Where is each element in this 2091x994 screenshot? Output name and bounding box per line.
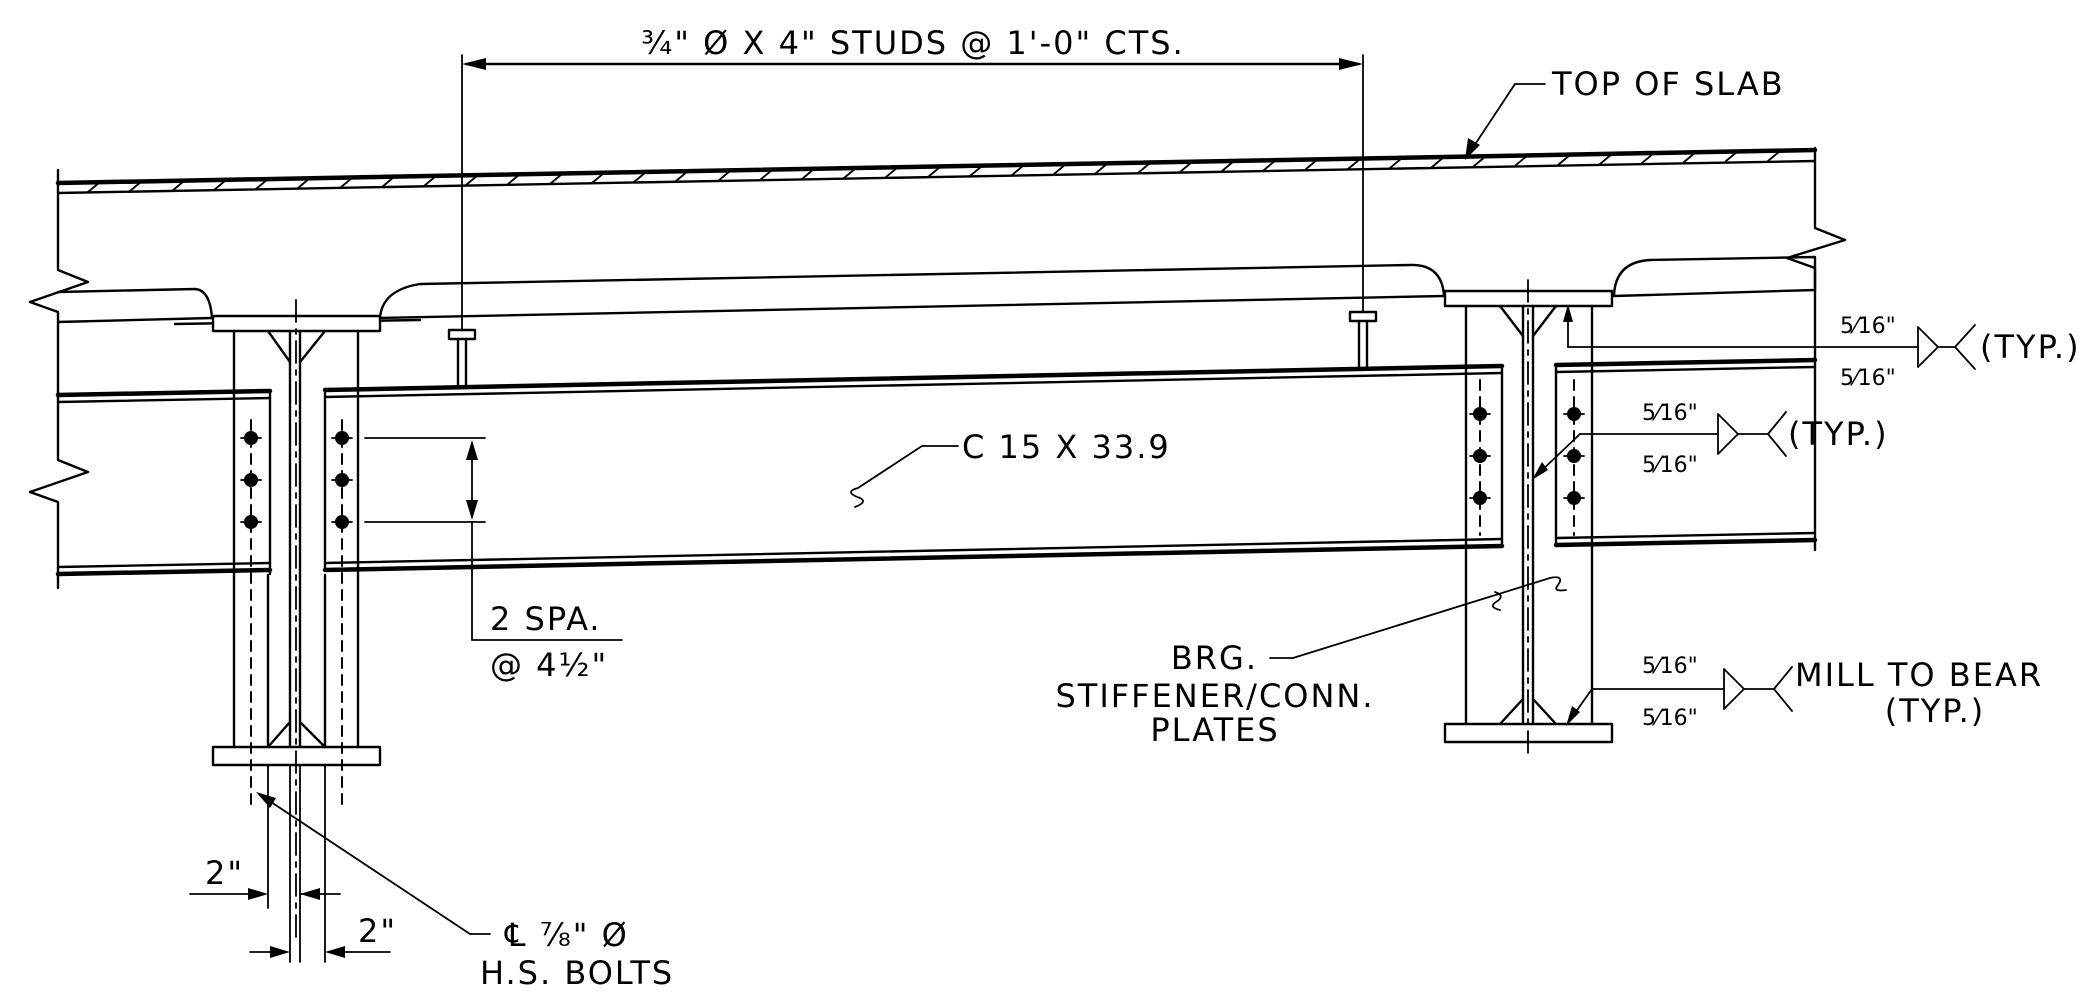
typ-middle-label: (TYP.) — [1788, 415, 1889, 453]
slab-hatching — [87, 150, 1781, 193]
bolts — [240, 407, 1585, 529]
right-web-bottom-fillet — [1498, 697, 1558, 726]
typ-upper-label: (TYP.) — [1980, 328, 2081, 366]
break-line-left-lower — [28, 390, 90, 590]
weld-lower-top: 5⁄16" — [1642, 654, 1698, 679]
weld-upper-top: 5⁄16" — [1840, 314, 1896, 339]
stiffener-label-2: STIFFENER/CONN. — [1055, 677, 1374, 715]
stud-spacing-dimension — [461, 54, 1364, 331]
channel-label: C 15 X 33.9 — [962, 428, 1171, 466]
channel-main — [322, 363, 1505, 573]
top-of-slab-label: TOP OF SLAB — [1551, 65, 1785, 103]
shear-stud-right — [1348, 310, 1378, 368]
bolt-spacing-dimension — [364, 437, 623, 641]
bolts-label-2: H.S. BOLTS — [480, 954, 674, 992]
weld-symbol-lower — [1566, 666, 1793, 726]
mill-label-2: (TYP.) — [1885, 692, 1986, 730]
bolt-leader — [256, 792, 491, 935]
weld-symbol-upper — [1563, 304, 1976, 370]
channel-right-stub — [1553, 357, 1818, 548]
studs-label: ¾" Ø X 4" STUDS @ 1'-0" CTS. — [641, 24, 1185, 62]
right-girder — [1443, 279, 1614, 759]
dim-2in-right: 2" — [358, 912, 397, 950]
stiffener-label-1: BRG. — [1171, 639, 1258, 677]
stiffener-leaders — [1269, 576, 1567, 659]
left-web-top-fillet — [266, 329, 327, 364]
concrete-slab — [28, 146, 1847, 590]
slab-bottom-left — [56, 287, 214, 324]
break-line-left-upper — [28, 168, 90, 394]
bolt-spacing-label-1: 2 SPA. — [490, 600, 602, 638]
weld-lower-bottom: 5⁄16" — [1642, 706, 1698, 731]
slab-bottom-right — [1612, 255, 1817, 298]
right-web-top-fillet — [1498, 304, 1558, 338]
weld-middle-bottom: 5⁄16" — [1642, 453, 1698, 478]
bolts-label-1: ℄ ⅞" Ø — [504, 916, 629, 954]
slab-top-underline — [56, 159, 1817, 195]
mill-label-1: MILL TO BEAR — [1795, 656, 2043, 694]
left-girder — [211, 299, 382, 941]
slab-top-surface — [55, 147, 1818, 186]
weld-symbol-middle — [1532, 411, 1787, 480]
channel-left-stub — [55, 388, 273, 577]
slab-bottom-middle — [378, 263, 1446, 320]
weld-upper-bottom: 5⁄16" — [1840, 366, 1896, 391]
edge-distance-dimensions — [189, 764, 391, 963]
channel-leader — [850, 445, 959, 508]
weld-middle-top: 5⁄16" — [1642, 401, 1698, 426]
top-of-slab-leader — [1465, 83, 1546, 160]
stiffener-label-3: PLATES — [1150, 711, 1279, 749]
bolt-spacing-label-2: @ 4½" — [490, 646, 608, 684]
shear-stud-left — [447, 328, 477, 387]
left-web-bottom-fillet — [266, 720, 327, 749]
break-line-right — [1785, 146, 1847, 552]
dim-2in-left: 2" — [205, 854, 244, 892]
